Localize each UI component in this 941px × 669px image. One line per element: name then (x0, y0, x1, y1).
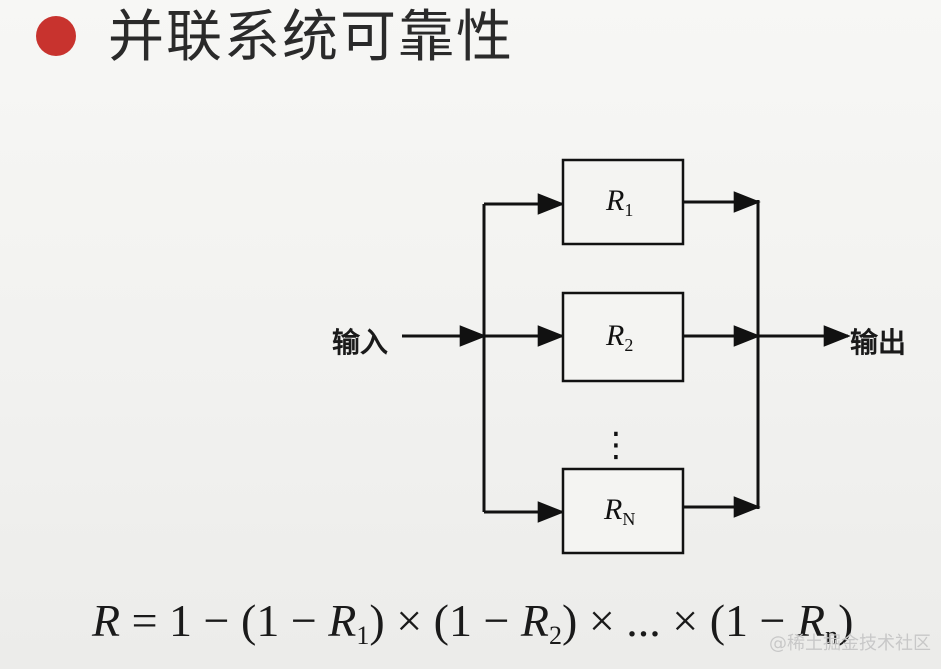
formula-r2: R (520, 595, 550, 646)
formula-rn-sub: n (825, 621, 839, 650)
ellipsis-dots: ⋮ (599, 425, 633, 465)
output-label: 输出 (850, 326, 906, 359)
input-label: 输入 (332, 326, 388, 359)
title-bullet (36, 16, 76, 56)
formula-r1-sub: 1 (356, 621, 370, 650)
formula-mid1: ) × (1 − (369, 595, 521, 646)
formula-eq: = 1 − (1 − (120, 595, 329, 646)
block-rn-label: RN (603, 493, 635, 529)
formula-end: ) (838, 595, 854, 646)
formula-r2-sub: 2 (549, 621, 563, 650)
block-r1 (561, 158, 685, 246)
watermark: @稀土掘金技术社区 (769, 633, 931, 654)
reliability-formula: R = 1 − (1 − R1) × (1 − R2) × ... × (1 −… (92, 594, 853, 651)
block-r2 (561, 291, 685, 383)
block-r1-label: R1 (605, 184, 633, 220)
formula-lhs: R (92, 595, 121, 646)
formula-rn: R (796, 595, 826, 646)
block-rn (561, 467, 685, 555)
slide-title: 并联系统可靠性 (108, 5, 514, 70)
formula-mid2: ) × ... × (1 − (562, 595, 797, 646)
formula-r1: R (328, 595, 357, 646)
block-r2-label: R2 (605, 319, 633, 355)
